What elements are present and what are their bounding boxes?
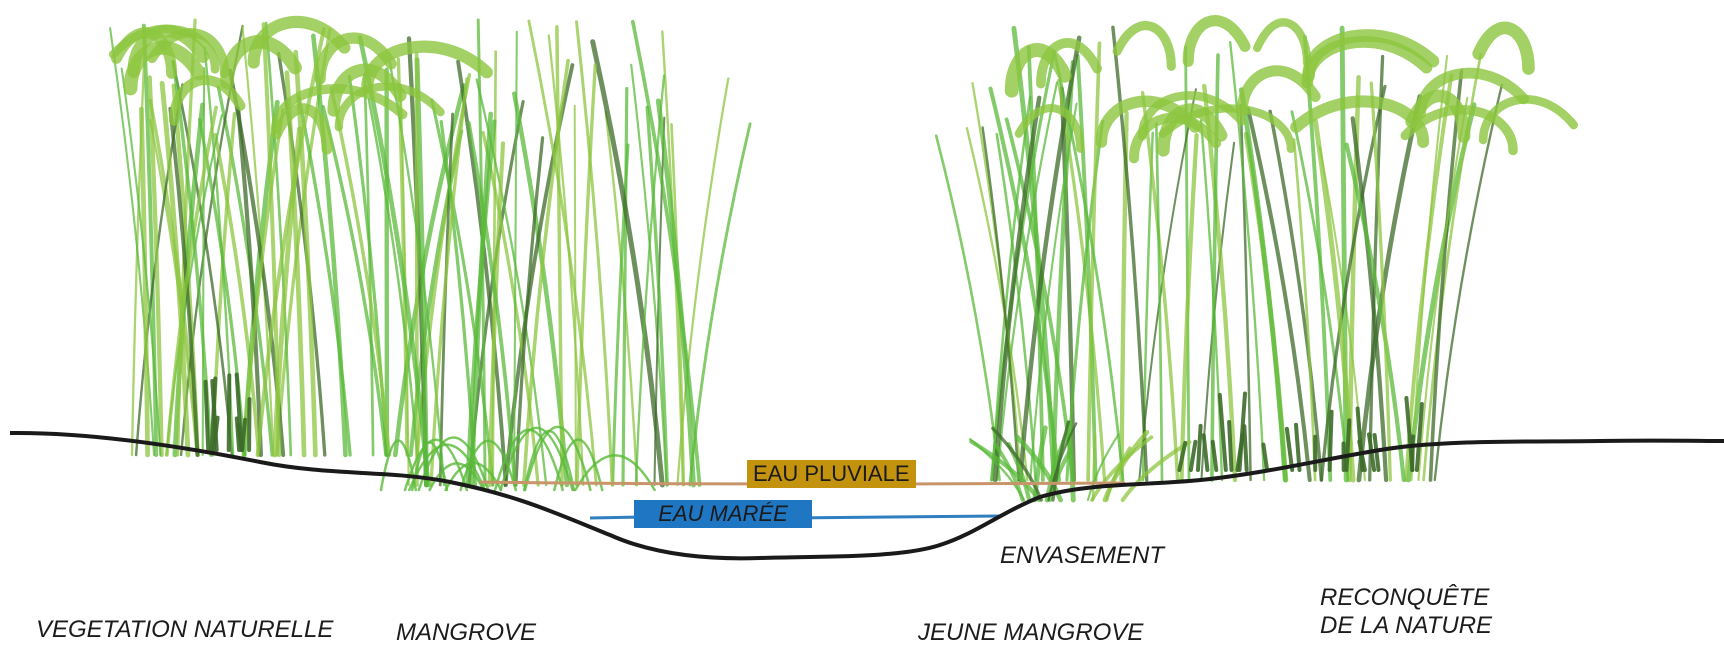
plant-stroke <box>1244 426 1246 470</box>
rain-water-tag: EAU PLUVIALE <box>747 460 916 488</box>
plant-stroke <box>237 418 239 450</box>
reconquest-label: RECONQUÊTE DE LA NATURE <box>1320 584 1492 639</box>
plant-stroke <box>1229 422 1231 470</box>
plant-stroke <box>1198 426 1201 470</box>
natural-vegetation-label: VEGETATION NATURELLE <box>36 616 333 644</box>
plant-stroke <box>203 68 204 455</box>
plant-stroke <box>229 375 230 450</box>
reconquest-label-line1: RECONQUÊTE <box>1320 584 1492 612</box>
plant-stroke <box>1347 420 1350 470</box>
plant-stroke <box>206 382 209 450</box>
siltation-label: ENVASEMENT <box>1000 542 1164 570</box>
young-mangrove-label: JEUNE MANGROVE <box>918 619 1143 647</box>
plant-stroke <box>1330 412 1332 470</box>
reconquest-label-line2: DE LA NATURE <box>1320 612 1492 640</box>
mangrove-label: MANGROVE <box>396 619 536 647</box>
tide-water-tag: EAU MARÉE <box>634 500 812 528</box>
